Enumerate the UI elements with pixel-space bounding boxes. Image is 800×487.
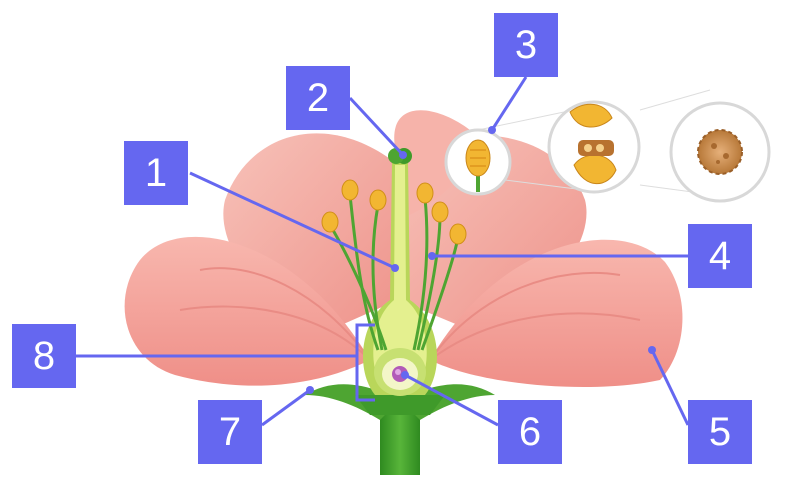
side-petals [124, 236, 683, 388]
label-6: 6 [498, 400, 562, 464]
ovary-bracket [355, 323, 375, 402]
anthers [321, 179, 467, 245]
label-7: 7 [198, 400, 262, 464]
label-5: 5 [688, 400, 752, 464]
leader-dots [306, 126, 656, 394]
label-2: 2 [286, 66, 350, 130]
stem [305, 384, 495, 475]
magnify-anther [547, 89, 716, 196]
label-1: 1 [124, 141, 188, 205]
label-3: 3 [494, 13, 558, 77]
leader-lines [76, 76, 690, 427]
label-8: 8 [12, 324, 76, 388]
magnify-pollen [669, 101, 771, 203]
label-4: 4 [688, 224, 752, 288]
